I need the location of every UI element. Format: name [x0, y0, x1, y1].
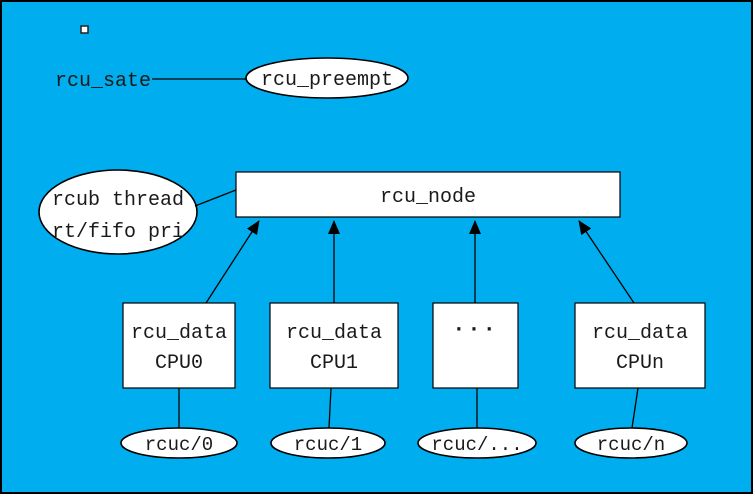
rcu-data-cpu1-title: rcu_data [286, 322, 382, 345]
rcu-data-cpu0-subtitle: CPU0 [155, 352, 203, 375]
rcuc1-ellipse [270, 427, 386, 459]
rcu-preempt-ellipse [245, 57, 409, 99]
arrow-cpu0-to-node [205, 220, 260, 304]
rcu-data-ellipsis-label: ··· [452, 317, 498, 342]
rcu-state-label: rcu_sate [55, 70, 151, 93]
arrow-cpun-to-node [578, 220, 635, 304]
rcu-data-cpun-box [574, 302, 706, 389]
corner-square-marker [80, 25, 89, 34]
rcu-data-cpu0-title: rcu_data [131, 322, 227, 345]
rcub-thread-label-line2: rt/fifo pri [52, 221, 184, 244]
rcuc0-ellipse [120, 427, 238, 459]
rcub-node-connector [194, 189, 237, 207]
rcub-thread-ellipse [38, 169, 198, 255]
rcub-thread-label-line1: rcub thread [52, 189, 184, 212]
rcuc0-label: rcuc/0 [145, 434, 213, 456]
cpun-worker-connector [631, 387, 639, 429]
rcu-data-cpun-subtitle: CPUn [616, 352, 664, 375]
rcu-data-cpun-title: rcu_data [592, 322, 688, 345]
cpu1-worker-connector [328, 387, 332, 429]
rcu-data-cpu1-box [269, 302, 399, 389]
rcu-data-ellipsis-box [432, 302, 519, 389]
rcuc1-label: rcuc/1 [294, 434, 362, 456]
rcuc-ellipsis-ellipse [417, 427, 537, 459]
rcu-node-label: rcu_node [380, 186, 476, 209]
rcu-data-cpu0-box [122, 302, 236, 389]
rcu-preempt-label: rcu_preempt [261, 69, 393, 92]
rcu-node-box [235, 171, 621, 218]
rcucn-ellipse [574, 427, 688, 459]
rcuc-ellipsis-label: rcuc/... [431, 434, 522, 456]
rcu-data-cpu1-subtitle: CPU1 [310, 352, 358, 375]
rcucn-label: rcuc/n [597, 434, 665, 456]
